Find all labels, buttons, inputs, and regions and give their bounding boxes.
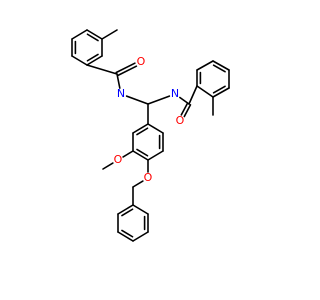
bond-a32-a33-inner [121, 208, 134, 217]
bond-a24-a28 [122, 150, 134, 158]
atom-label-o-a28: O [114, 153, 123, 166]
bond-a24-a25-inner [136, 148, 149, 157]
bond-a35-a36 [132, 231, 149, 242]
bond-a30-a31 [132, 180, 144, 188]
bond-a34-a35-inner [121, 229, 134, 238]
bond-a13-a14-b [183, 104, 192, 118]
bond-a13-a15 [188, 85, 198, 105]
diagram-background [0, 0, 300, 300]
bond-a5-a6 [86, 55, 103, 66]
bond-a11-a12 [147, 95, 171, 105]
bond-a32-a33 [117, 204, 134, 215]
bond-a8-a9-b [115, 62, 136, 74]
atom-label-o-a14: O [176, 114, 185, 127]
bond-a24-a25 [132, 150, 149, 161]
bond-a27-a22 [147, 123, 164, 134]
chemical-structure-diagram: O N N O O O [0, 0, 300, 300]
bond-a17-a18 [212, 60, 230, 71]
bond-a16-a17 [196, 60, 214, 71]
bond-a25-a26 [147, 150, 164, 161]
atom-label-o-a9: O [137, 55, 146, 68]
bond-a20-a15 [196, 85, 214, 98]
bond-a22-a23-inner [136, 127, 149, 136]
bonds-layer [71, 29, 230, 242]
bond-a2-a3 [71, 29, 88, 40]
bond-a8-a9-a [116, 65, 138, 77]
bond-a1-a2-inner [86, 33, 99, 42]
bond-a8-a10 [116, 73, 121, 89]
bond-a34-a35 [117, 231, 134, 242]
atom-label-n-a12: N [171, 87, 179, 100]
bond-a19-a20-inner [212, 85, 226, 94]
bond-a17-a18-inner [212, 64, 226, 73]
bond-a5-a6-inner [86, 53, 99, 62]
bond-a13-a14-a [180, 102, 189, 116]
bond-a4-a5 [71, 55, 88, 66]
bond-a37-a32 [132, 204, 149, 215]
bond-a10-a11 [125, 95, 149, 105]
atom-labels-layer: O N N O O O [114, 55, 185, 184]
atom-label-o-a30: O [144, 171, 153, 184]
bond-a1-a7 [101, 29, 118, 40]
bond-a19-a20 [212, 87, 230, 98]
bond-a22-a23 [132, 123, 149, 134]
bond-a1-a2 [86, 29, 103, 40]
bond-a5-a8 [86, 64, 118, 75]
atom-label-n-a10: N [117, 87, 125, 100]
bond-a28-a29 [102, 162, 114, 170]
